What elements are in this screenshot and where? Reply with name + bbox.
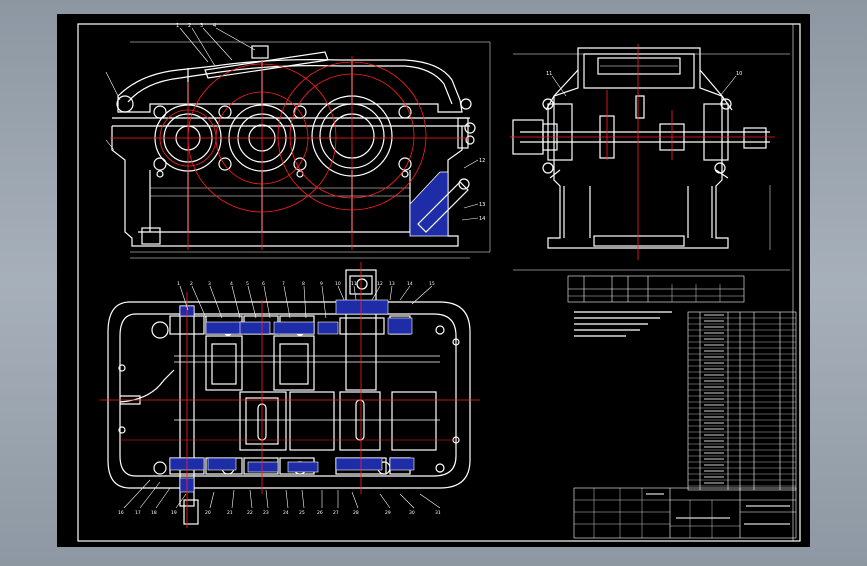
- plan-housing-outline: [107, 301, 471, 489]
- plan-callouts: [123, 285, 441, 509]
- plan-callout-24: 24: [283, 510, 289, 516]
- plan-callout-18: 18: [151, 510, 157, 516]
- plan-callout-13: 13: [389, 281, 395, 287]
- drawing-frame: [77, 23, 801, 542]
- plan-callout-28: 28: [353, 510, 359, 516]
- plan-callout-19: 19: [171, 510, 177, 516]
- plan-callout-29: 29: [385, 510, 391, 516]
- front-callout-4: 4: [213, 23, 216, 29]
- front-callout-2: 2: [188, 23, 191, 29]
- front-callout-3: 3: [200, 23, 203, 29]
- front-pitch-circles: [110, 56, 470, 250]
- plan-callout-30: 30: [409, 510, 415, 516]
- plan-callout-2: 2: [190, 281, 193, 287]
- front-callout-1: 1: [176, 23, 179, 29]
- side-callout-11: 11: [546, 71, 552, 77]
- plan-section-hatch: [169, 299, 415, 493]
- housing-base-outline: [111, 126, 463, 247]
- plan-callout-23: 23: [263, 510, 269, 516]
- front-dimension-frame: [130, 41, 491, 253]
- plan-callout-14: 14: [407, 281, 413, 287]
- plan-callout-21: 21: [227, 510, 233, 516]
- plan-callout-12: 12: [377, 281, 383, 287]
- plan-center-lines: [100, 262, 480, 528]
- plan-callout-15: 15: [429, 281, 435, 287]
- side-center-lines: [510, 44, 775, 260]
- front-callout-14: 14: [479, 216, 485, 222]
- parts-list-rows: [688, 314, 796, 487]
- plan-callout-17: 17: [135, 510, 141, 516]
- technical-requirements-text: [574, 311, 672, 337]
- plan-callout-4: 4: [230, 281, 233, 287]
- plan-callout-25: 25: [299, 510, 305, 516]
- plan-callout-27: 27: [333, 510, 339, 516]
- plan-callout-8: 8: [302, 281, 305, 287]
- plan-callout-11: 11: [351, 281, 357, 287]
- side-view: [512, 47, 790, 271]
- plan-callout-20: 20: [205, 510, 211, 516]
- oil-gauge: [417, 178, 470, 233]
- title-block: [573, 487, 797, 539]
- plan-callout-3: 3: [208, 281, 211, 287]
- plan-callout-22: 22: [247, 510, 253, 516]
- side-housing-outline: [547, 47, 729, 249]
- parts-list-table: [687, 311, 797, 491]
- plan-callout-9: 9: [320, 281, 323, 287]
- plan-callout-10: 10: [335, 281, 341, 287]
- plan-callout-26: 26: [317, 510, 323, 516]
- front-callout-12: 12: [479, 158, 485, 164]
- front-callout-13: 13: [479, 202, 485, 208]
- technical-characteristics-table: [567, 275, 745, 303]
- plan-callout-31: 31: [435, 510, 441, 516]
- side-callout-10: 10: [736, 71, 742, 77]
- plan-callout-6: 6: [262, 281, 265, 287]
- plan-callout-5: 5: [246, 281, 249, 287]
- plan-callout-1: 1: [177, 281, 180, 287]
- title-block-text: [646, 493, 790, 525]
- plan-callout-7: 7: [282, 281, 285, 287]
- front-callouts: [105, 27, 479, 221]
- inspection-cover: [204, 51, 329, 79]
- plan-callout-16: 16: [118, 510, 124, 516]
- side-callouts: [551, 75, 737, 97]
- housing-cover-outline: [117, 59, 463, 113]
